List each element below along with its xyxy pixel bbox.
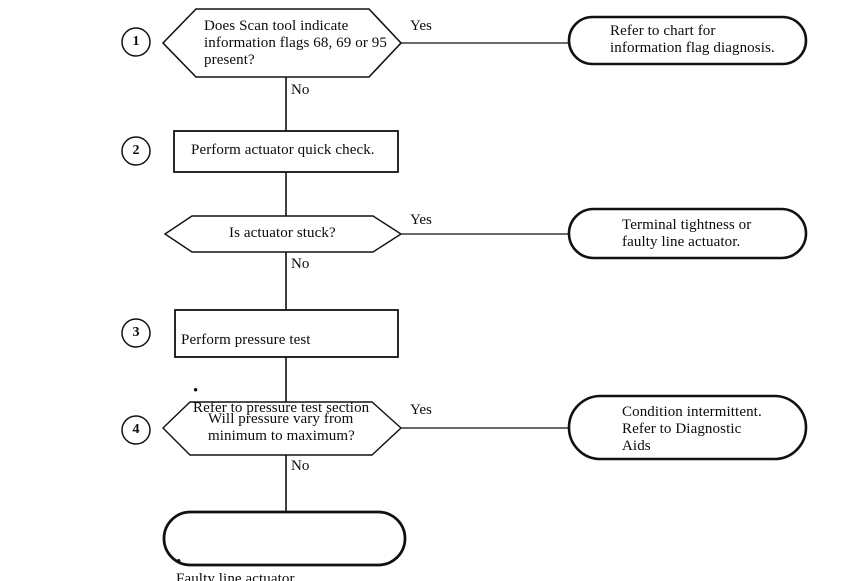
step-number-1: 1 xyxy=(132,34,140,49)
process-node-2-shape xyxy=(173,130,399,173)
step-number-3: 3 xyxy=(132,325,140,340)
decision-node-1-label: Does Scan tool indicate information flag… xyxy=(204,18,387,68)
edge-label-no-4: No xyxy=(291,458,310,474)
result-node-final-bullet-1-text: Faulty line actuator. xyxy=(176,571,298,581)
process-node-3-bullet-1: • Refer to pressure test section xyxy=(181,366,406,417)
step-number-4: 4 xyxy=(132,422,140,437)
result-node-final-bullet-1: • Faulty line actuator. xyxy=(176,537,406,581)
result-node-2-label: Terminal tightness or faulty line actuat… xyxy=(622,217,752,250)
decision-node-1-shape xyxy=(161,8,403,78)
result-node-4-shape xyxy=(567,394,808,461)
bullet-glyph-icon: • xyxy=(193,383,199,399)
result-node-1-label: Refer to chart for information flag diag… xyxy=(610,23,775,56)
edge-label-yes-1: Yes xyxy=(410,18,432,34)
process-node-3-label: Perform pressure test • Refer to pressur… xyxy=(181,315,406,434)
result-node-2-shape xyxy=(567,207,808,260)
connector-lines xyxy=(285,42,569,512)
process-node-3-bullet-1-text: Refer to pressure test section xyxy=(193,400,370,416)
decision-node-4-label: Will pressure vary from minimum to maxim… xyxy=(208,411,355,444)
step-circles xyxy=(121,27,151,445)
step-circle-4 xyxy=(121,415,151,445)
edge-label-yes-4: Yes xyxy=(410,402,432,418)
step-number-2: 2 xyxy=(132,143,140,158)
edge-label-no-2: No xyxy=(291,256,310,272)
step-circle-2 xyxy=(121,136,151,166)
decision-node-4-shape xyxy=(162,401,403,456)
edge-label-yes-2: Yes xyxy=(410,212,432,228)
result-node-final-label: • Faulty line actuator. • Faulty pressur… xyxy=(176,520,406,581)
edge-label-no-1: No xyxy=(291,82,310,98)
result-node-final-shape xyxy=(162,510,407,567)
process-node-3-shape xyxy=(174,309,399,358)
decision-node-2-shape xyxy=(163,215,403,253)
process-node-3-line-1: Perform pressure test xyxy=(181,332,311,348)
bullet-glyph-icon: • xyxy=(176,554,182,570)
process-node-2-label: Perform actuator quick check. xyxy=(191,142,375,158)
result-node-4-label: Condition intermittent. Refer to Diagnos… xyxy=(622,404,762,454)
result-node-1-shape xyxy=(567,15,808,66)
step-circle-3 xyxy=(121,318,151,348)
decision-node-2-label: Is actuator stuck? xyxy=(229,225,336,241)
step-circle-1 xyxy=(121,27,151,57)
